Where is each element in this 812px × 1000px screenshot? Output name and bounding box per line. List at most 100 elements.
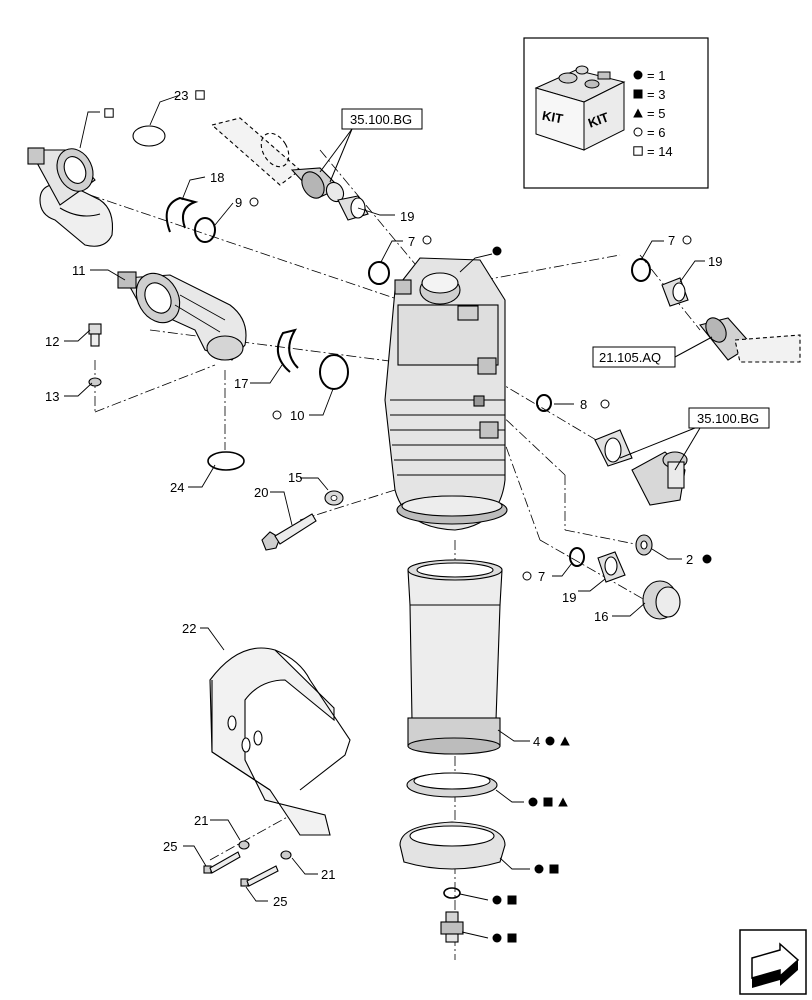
filled-circle-icon [492,895,502,905]
filled-triangle-icon [558,797,568,807]
part-9-o-ring [194,217,216,243]
callout-20[interactable]: 20 [254,485,268,500]
callout-9[interactable]: 9 [235,195,242,210]
callout-23[interactable]: 23 [174,88,188,103]
part-8-o-ring [536,394,552,412]
filled-circle-icon [492,246,502,256]
filled-square-icon [633,89,643,99]
callout-7-right[interactable]: 7 [668,233,675,248]
callout-4[interactable]: 4 [533,734,540,749]
part-24-o-ring [207,451,245,471]
part-22-bracket [209,647,351,836]
filled-circle-icon [528,797,538,807]
part-small-o-ring [443,887,461,899]
kit-entry-2: = 3 [647,87,665,102]
kit-legend: KIT KIT = 1 = 3 = 5 = 6 = 14 [523,37,709,189]
part-filter-housing [384,257,508,531]
kit-entry-3: = 5 [647,106,665,121]
part-23-o-ring [132,125,166,147]
filled-square-icon [549,864,559,874]
callout-labels: 23 18 9 19 7 7 19 11 12 13 17 10 8 [45,88,722,943]
part-hose-fitting-right [699,317,801,363]
filled-circle-icon [534,864,544,874]
part-19-sleeve-low [597,551,626,583]
callout-21-right[interactable]: 21 [321,867,335,882]
callout-25-right[interactable]: 25 [273,894,287,909]
ref-35100bg-top[interactable]: 35.100.BG [350,112,412,127]
open-circle-icon [600,399,610,409]
callout-25-left[interactable]: 25 [163,839,177,854]
open-circle-icon [249,197,259,207]
part-21-washer-right [280,850,292,860]
part-25-screw-left [203,851,241,874]
callout-12[interactable]: 12 [45,334,59,349]
callout-10[interactable]: 10 [290,408,304,423]
open-circle-icon [633,127,643,137]
part-drain-plug [440,911,464,943]
callout-17[interactable]: 17 [234,376,248,391]
callout-7-mid[interactable]: 7 [408,234,415,249]
part-20-bolt [261,513,317,551]
filled-circle-icon [492,933,502,943]
part-4-filter-element [407,559,503,755]
part-elbow-hose-top [27,147,114,247]
part-10-o-ring [319,354,349,390]
part-13-washer [88,377,102,387]
part-12-bolt [88,323,102,347]
callout-19-low[interactable]: 19 [562,590,576,605]
callout-13[interactable]: 13 [45,389,59,404]
kit-box-icon: KIT KIT [534,65,626,151]
filled-circle-icon [545,736,555,746]
part-19-sleeve-top [337,195,369,221]
callout-21-left[interactable]: 21 [194,813,208,828]
open-circle-icon [522,571,532,581]
ref-35100bg-right[interactable]: 35.100.BG [697,411,759,426]
next-page-arrow-icon[interactable] [739,929,807,995]
callout-8[interactable]: 8 [580,397,587,412]
part-base-bowl [399,821,506,870]
callouts [64,94,705,939]
part-18-clip [165,196,199,233]
reference-boxes: 35.100.BG 21.105.AQ 35.100.BG [319,108,770,471]
part-11-hose-elbow [117,271,247,361]
open-square-icon [195,90,205,100]
kit-legend-entries: = 1 = 3 = 5 = 6 = 14 [633,68,673,159]
open-circle-icon [682,235,692,245]
part-elbow-fitting-right [594,429,688,506]
part-hose-fitting-top [210,117,345,203]
part-2-clip [635,534,653,556]
ref-box-35100bg-top-frame [341,108,423,130]
part-7-o-ring-low [569,547,585,567]
open-square-icon [104,108,114,118]
callout-19-top[interactable]: 19 [400,209,414,224]
ref-21105aq[interactable]: 21.105.AQ [599,350,661,365]
callout-22[interactable]: 22 [182,621,196,636]
filled-triangle-icon [560,736,570,746]
callout-2[interactable]: 2 [686,552,693,567]
part-25-screw-right [240,865,279,887]
kit-entry-5: = 14 [647,144,673,159]
part-17-clip [276,328,299,373]
filled-square-icon [543,797,553,807]
callout-7-low[interactable]: 7 [538,569,545,584]
kit-box-label-1: KIT [541,108,564,126]
kit-box-label-2: KIT [586,109,611,130]
callout-24[interactable]: 24 [170,480,184,495]
part-7-o-ring-right [631,258,651,282]
filled-square-icon [507,933,517,943]
part-21-washer-left [238,840,250,850]
callout-11[interactable]: 11 [72,263,86,278]
callout-19-right[interactable]: 19 [708,254,722,269]
part-19-sleeve-right [661,277,689,307]
ref-box-35100bg-right-frame [688,407,770,429]
callout-18[interactable]: 18 [210,170,224,185]
parts [27,117,801,943]
open-circle-icon [272,410,282,420]
filled-circle-icon [633,70,643,80]
part-16-cap [642,580,681,620]
callout-15[interactable]: 15 [288,470,302,485]
open-square-icon [633,146,643,156]
callout-16[interactable]: 16 [594,609,608,624]
